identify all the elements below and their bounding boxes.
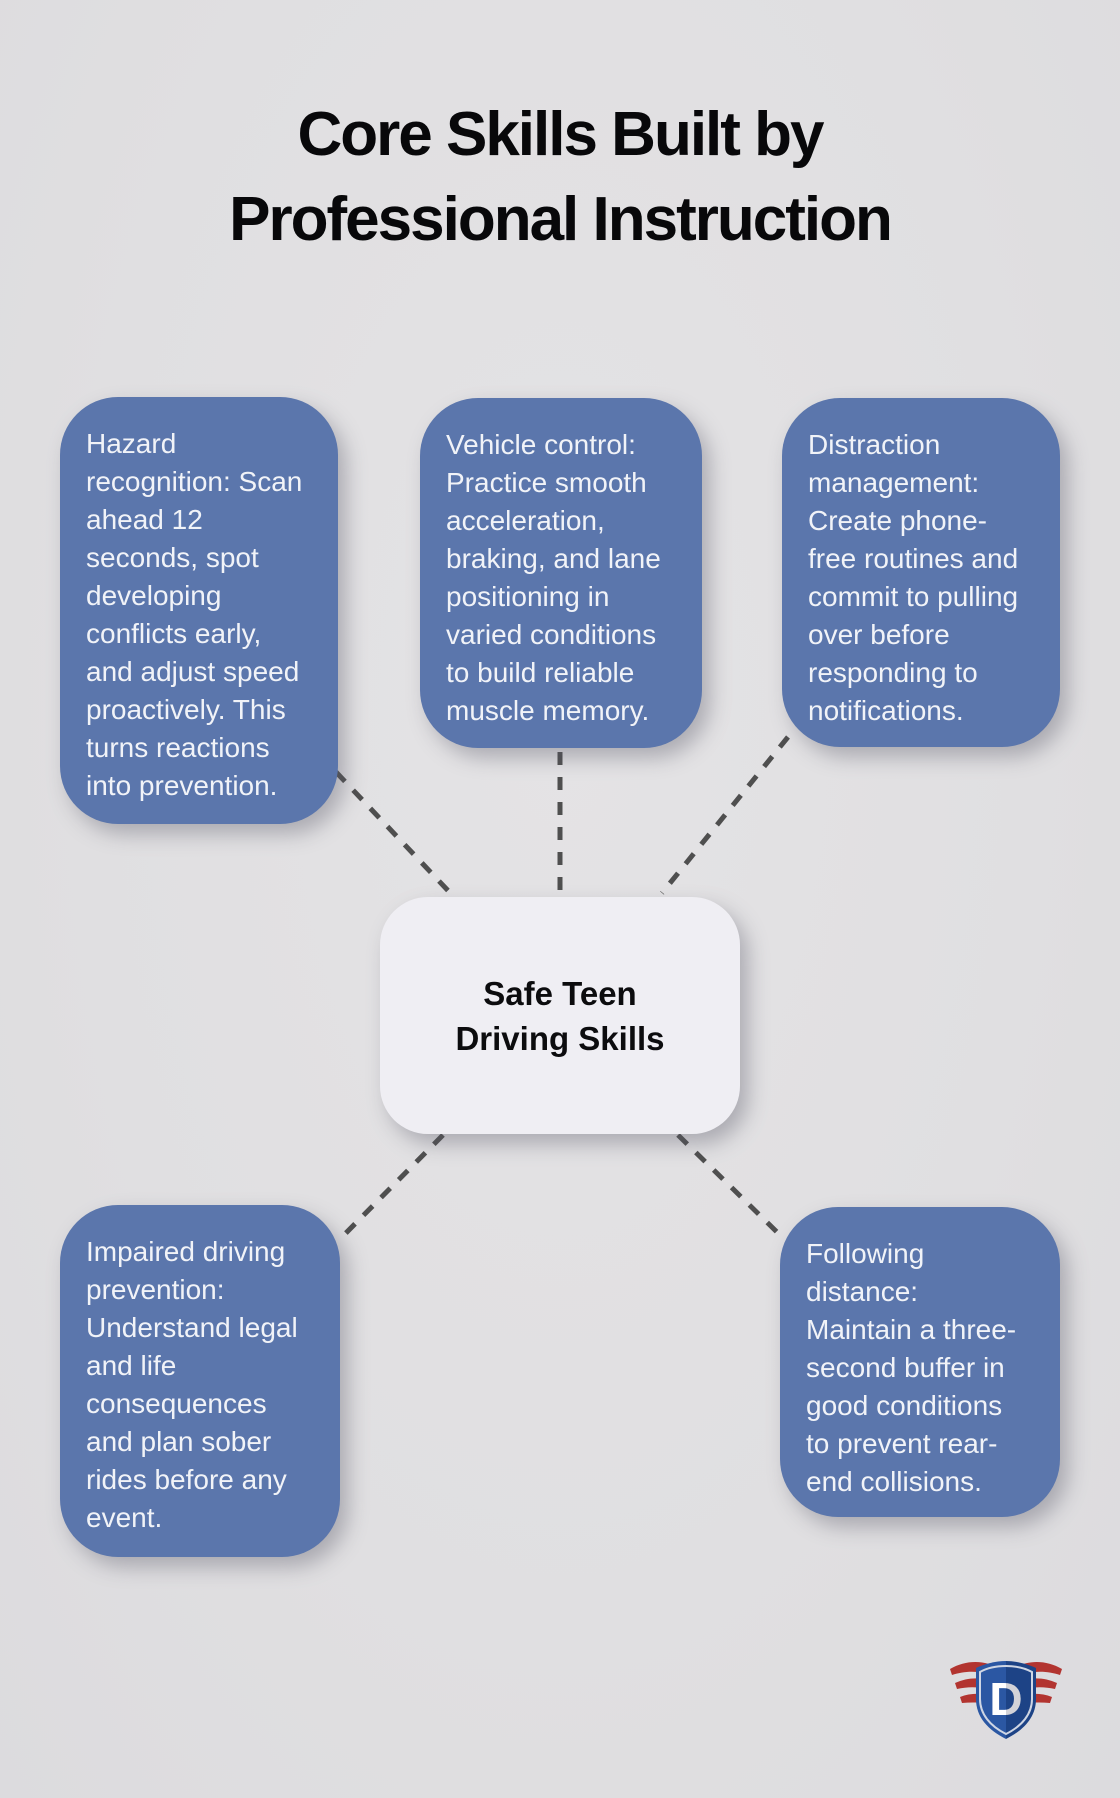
node-following-distance: Following distance: Maintain a three- se… — [780, 1207, 1060, 1517]
connector-center-to-following — [676, 1133, 783, 1238]
node-hazard-recognition: Hazard recognition: Scan ahead 12 second… — [60, 397, 338, 824]
center-node-safe-teen-driving-skills: Safe Teen Driving Skills — [380, 897, 740, 1134]
logo-shield-inner-outline — [979, 1664, 1033, 1736]
logo-shield-icon — [976, 1661, 1036, 1739]
driving-school-logo: D — [950, 1661, 1062, 1739]
node-impaired-driving-prevention: Impaired driving prevention: Understand … — [60, 1205, 340, 1557]
page-title: Core Skills Built by Professional Instru… — [229, 100, 893, 254]
node-distraction-management: Distraction management: Create phone- fr… — [782, 398, 1060, 747]
connector-hazard-to-center — [334, 770, 457, 900]
connector-center-to-impaired — [339, 1133, 445, 1240]
node-vehicle-control: Vehicle control: Practice smooth acceler… — [420, 398, 702, 748]
logo-letter: D — [989, 1673, 1022, 1725]
connector-distraction-to-center — [660, 735, 790, 895]
